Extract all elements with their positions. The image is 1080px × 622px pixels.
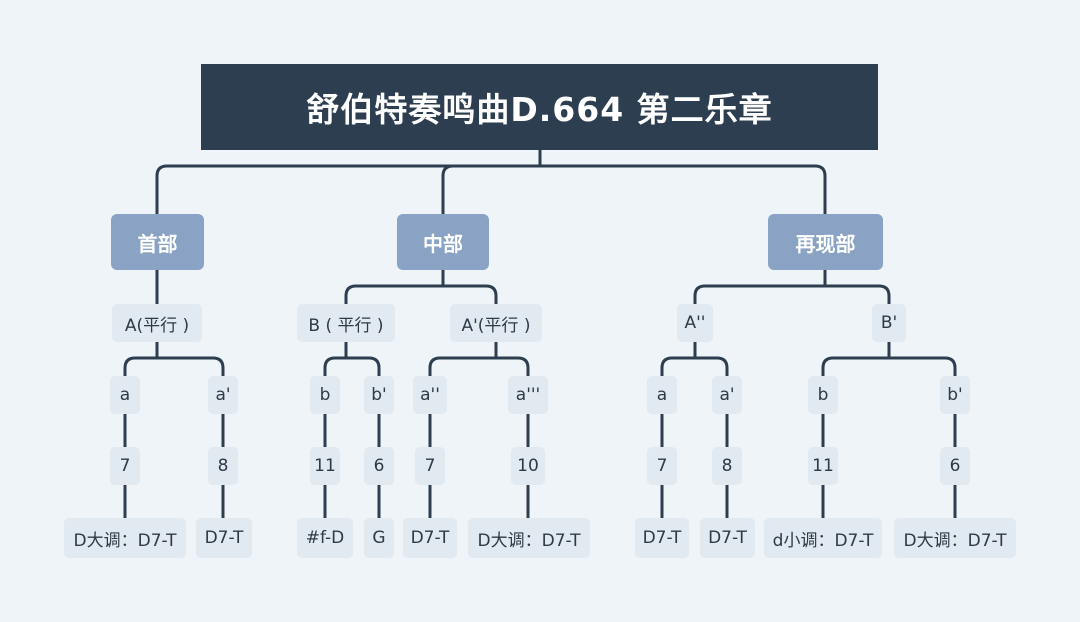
harmony-label: D7-T [196,518,252,558]
bar-count: 8 [208,447,238,485]
harmony-label: G [364,518,394,558]
phrase-label: a [110,376,140,414]
harmony-label: D大调：D7-T [64,518,186,558]
bar-count: 7 [647,447,677,485]
subsection-label: B ( 平行 ) [297,304,395,342]
bar-count: 6 [940,447,970,485]
phrase-label: a' [712,376,742,414]
connector-line [344,268,498,306]
section-recapitulation: 再现部 [768,214,883,270]
phrase-label: a''' [508,376,548,414]
bar-count: 11 [808,447,838,485]
harmony-label: #f-D [297,518,353,558]
section-exposition: 首部 [111,214,204,270]
connector-line [693,268,891,306]
harmony-label: d小调：D7-T [764,518,882,558]
harmony-label: D7-T [635,518,689,558]
connector-line [821,340,957,378]
harmony-label: D7-T [403,518,457,558]
phrase-label: b' [364,376,394,414]
phrase-label: a [647,376,677,414]
subsection-label: A(平行 ) [112,304,202,342]
harmony-label: D大调：D7-T [468,518,590,558]
subsection-label: A'' [677,304,713,342]
bar-count: 10 [511,447,545,485]
bar-count: 6 [364,447,394,485]
connector-line [323,340,381,378]
bar-count: 7 [415,447,445,485]
connector-line [660,340,729,378]
connector-line [123,340,225,378]
section-middle: 中部 [397,214,489,270]
harmony-label: D大调：D7-T [894,518,1016,558]
harmony-label: D7-T [700,518,755,558]
bar-count: 11 [310,447,340,485]
phrase-label: b [808,376,838,414]
subsection-label: B' [872,304,906,342]
phrase-label: a' [208,376,238,414]
phrase-label: b [310,376,340,414]
bar-count: 7 [110,447,140,485]
phrase-label: b' [940,376,970,414]
bar-count: 8 [712,447,742,485]
phrase-label: a'' [413,376,447,414]
connector-line [428,340,530,378]
connector-line [155,148,827,216]
subsection-label: A'(平行 ) [450,304,542,342]
diagram-title: 舒伯特奏鸣曲D.664 第二乐章 [201,64,878,150]
